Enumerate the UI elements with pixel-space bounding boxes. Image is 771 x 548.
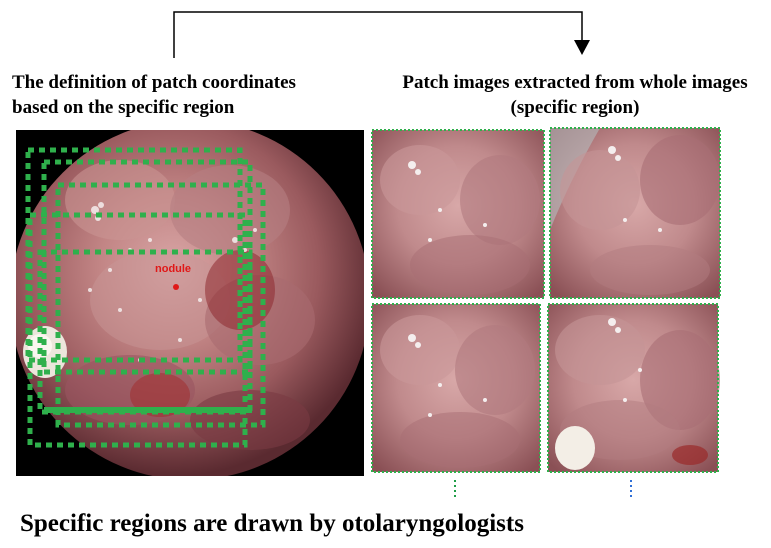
left-heading: The definition of patch coordinates base… xyxy=(12,70,362,120)
right-heading: Patch images extracted from whole images… xyxy=(385,70,765,120)
right-heading-line1: Patch images extracted from whole images xyxy=(385,70,765,95)
patch-image xyxy=(372,304,540,472)
patch-grid xyxy=(372,128,720,472)
left-heading-line2: based on the specific region xyxy=(12,95,362,120)
nodule-label: nodule xyxy=(155,263,191,275)
flow-arrow xyxy=(174,12,590,58)
endoscopic-image: nodule xyxy=(16,130,364,476)
footer-caption: Specific regions are drawn by otolaryngo… xyxy=(20,510,524,538)
right-heading-line2: (specific region) xyxy=(385,95,765,120)
left-heading-line1: The definition of patch coordinates xyxy=(12,70,362,95)
patch-image xyxy=(372,130,544,298)
nodule-marker xyxy=(173,284,179,290)
patch-image xyxy=(550,128,720,298)
patch-image xyxy=(548,304,720,472)
